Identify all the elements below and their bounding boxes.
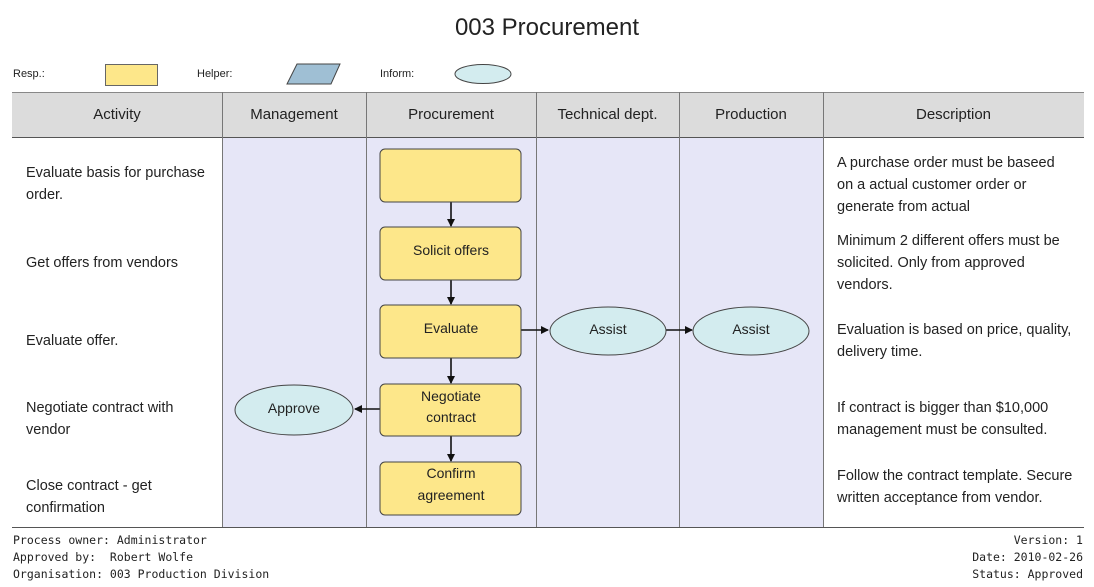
step-evaluate-label: Evaluate bbox=[424, 320, 479, 336]
step-box-negotiate: Negotiate contract bbox=[379, 383, 522, 437]
step-box-1 bbox=[379, 148, 522, 203]
footer-right: Version: 1 Date: 2010-02-26 Status: Appr… bbox=[972, 532, 1083, 583]
header-description: Description bbox=[915, 105, 992, 123]
divider bbox=[366, 92, 367, 528]
table-header bbox=[12, 92, 1084, 138]
step-negotiate-label-2: contract bbox=[426, 409, 476, 425]
step-box-confirm: Confirm agreement bbox=[379, 461, 522, 516]
header-technical: Technical dept. bbox=[557, 105, 658, 123]
activity-3: Evaluate offer. bbox=[26, 333, 119, 349]
step-box-evaluate: Evaluate bbox=[379, 304, 522, 359]
step-negotiate-label-1: Negotiate bbox=[421, 388, 481, 404]
step-box-solicit: Solicit offers bbox=[379, 226, 522, 281]
approve-label: Approve bbox=[268, 400, 320, 416]
legend-helper-label: Helper: bbox=[197, 68, 233, 80]
activity-2: Get offers from vendors bbox=[26, 255, 179, 271]
legend-resp-swatch bbox=[105, 64, 158, 86]
divider bbox=[823, 92, 824, 528]
description-2: Minimum 2 different offers must be solic… bbox=[837, 233, 1060, 293]
step-confirm-label-2: agreement bbox=[418, 487, 485, 503]
activity-1: Evaluate basis for purchase order. bbox=[26, 165, 205, 203]
assist-production-label: Assist bbox=[732, 321, 769, 337]
divider bbox=[679, 92, 680, 528]
description-5: Follow the contract template. Secure wri… bbox=[837, 468, 1073, 506]
footer-approved-by: Approved by: Robert Wolfe bbox=[13, 550, 194, 564]
inform-assist-production: Assist bbox=[692, 306, 810, 356]
legend-inform-label: Inform: bbox=[380, 68, 415, 80]
header-activity: Activity bbox=[93, 105, 141, 123]
header-procurement: Procurement bbox=[408, 105, 494, 123]
description-4: If contract is bigger than $10,000 manag… bbox=[837, 400, 1049, 438]
inform-assist-technical: Assist bbox=[549, 306, 667, 356]
legend-resp-label: Resp.: bbox=[13, 68, 45, 80]
footer-status: Status: Approved bbox=[972, 567, 1083, 581]
description-1: A purchase order must be baseed on a act… bbox=[837, 155, 1055, 215]
step-confirm-label-1: Confirm bbox=[426, 465, 475, 481]
divider bbox=[222, 92, 223, 528]
activity-4: Negotiate contract with vendor bbox=[26, 400, 174, 438]
header-management: Management bbox=[250, 105, 338, 123]
assist-technical-label: Assist bbox=[589, 321, 626, 337]
footer-left: Process owner: Administrator Approved by… bbox=[13, 532, 269, 583]
header-production: Production bbox=[715, 105, 787, 123]
inform-approve-management: Approve bbox=[234, 384, 354, 436]
activity-5: Close contract - get confirmation bbox=[26, 478, 152, 516]
legend-helper-swatch bbox=[286, 63, 341, 85]
page-title: 003 Procurement bbox=[454, 14, 640, 41]
footer-organisation: Organisation: 003 Production Division bbox=[13, 567, 270, 581]
table-bottom-border bbox=[12, 527, 1084, 528]
footer-version: Version: 1 bbox=[1013, 533, 1083, 547]
description-3: Evaluation is based on price, quality, d… bbox=[837, 322, 1072, 360]
footer-process-owner: Process owner: Administrator bbox=[13, 533, 207, 547]
footer-date: Date: 2010-02-26 bbox=[972, 550, 1083, 564]
step-solicit-label: Solicit offers bbox=[413, 242, 489, 258]
legend-inform-swatch bbox=[454, 64, 512, 84]
divider bbox=[536, 92, 537, 528]
lane-management bbox=[222, 137, 366, 528]
